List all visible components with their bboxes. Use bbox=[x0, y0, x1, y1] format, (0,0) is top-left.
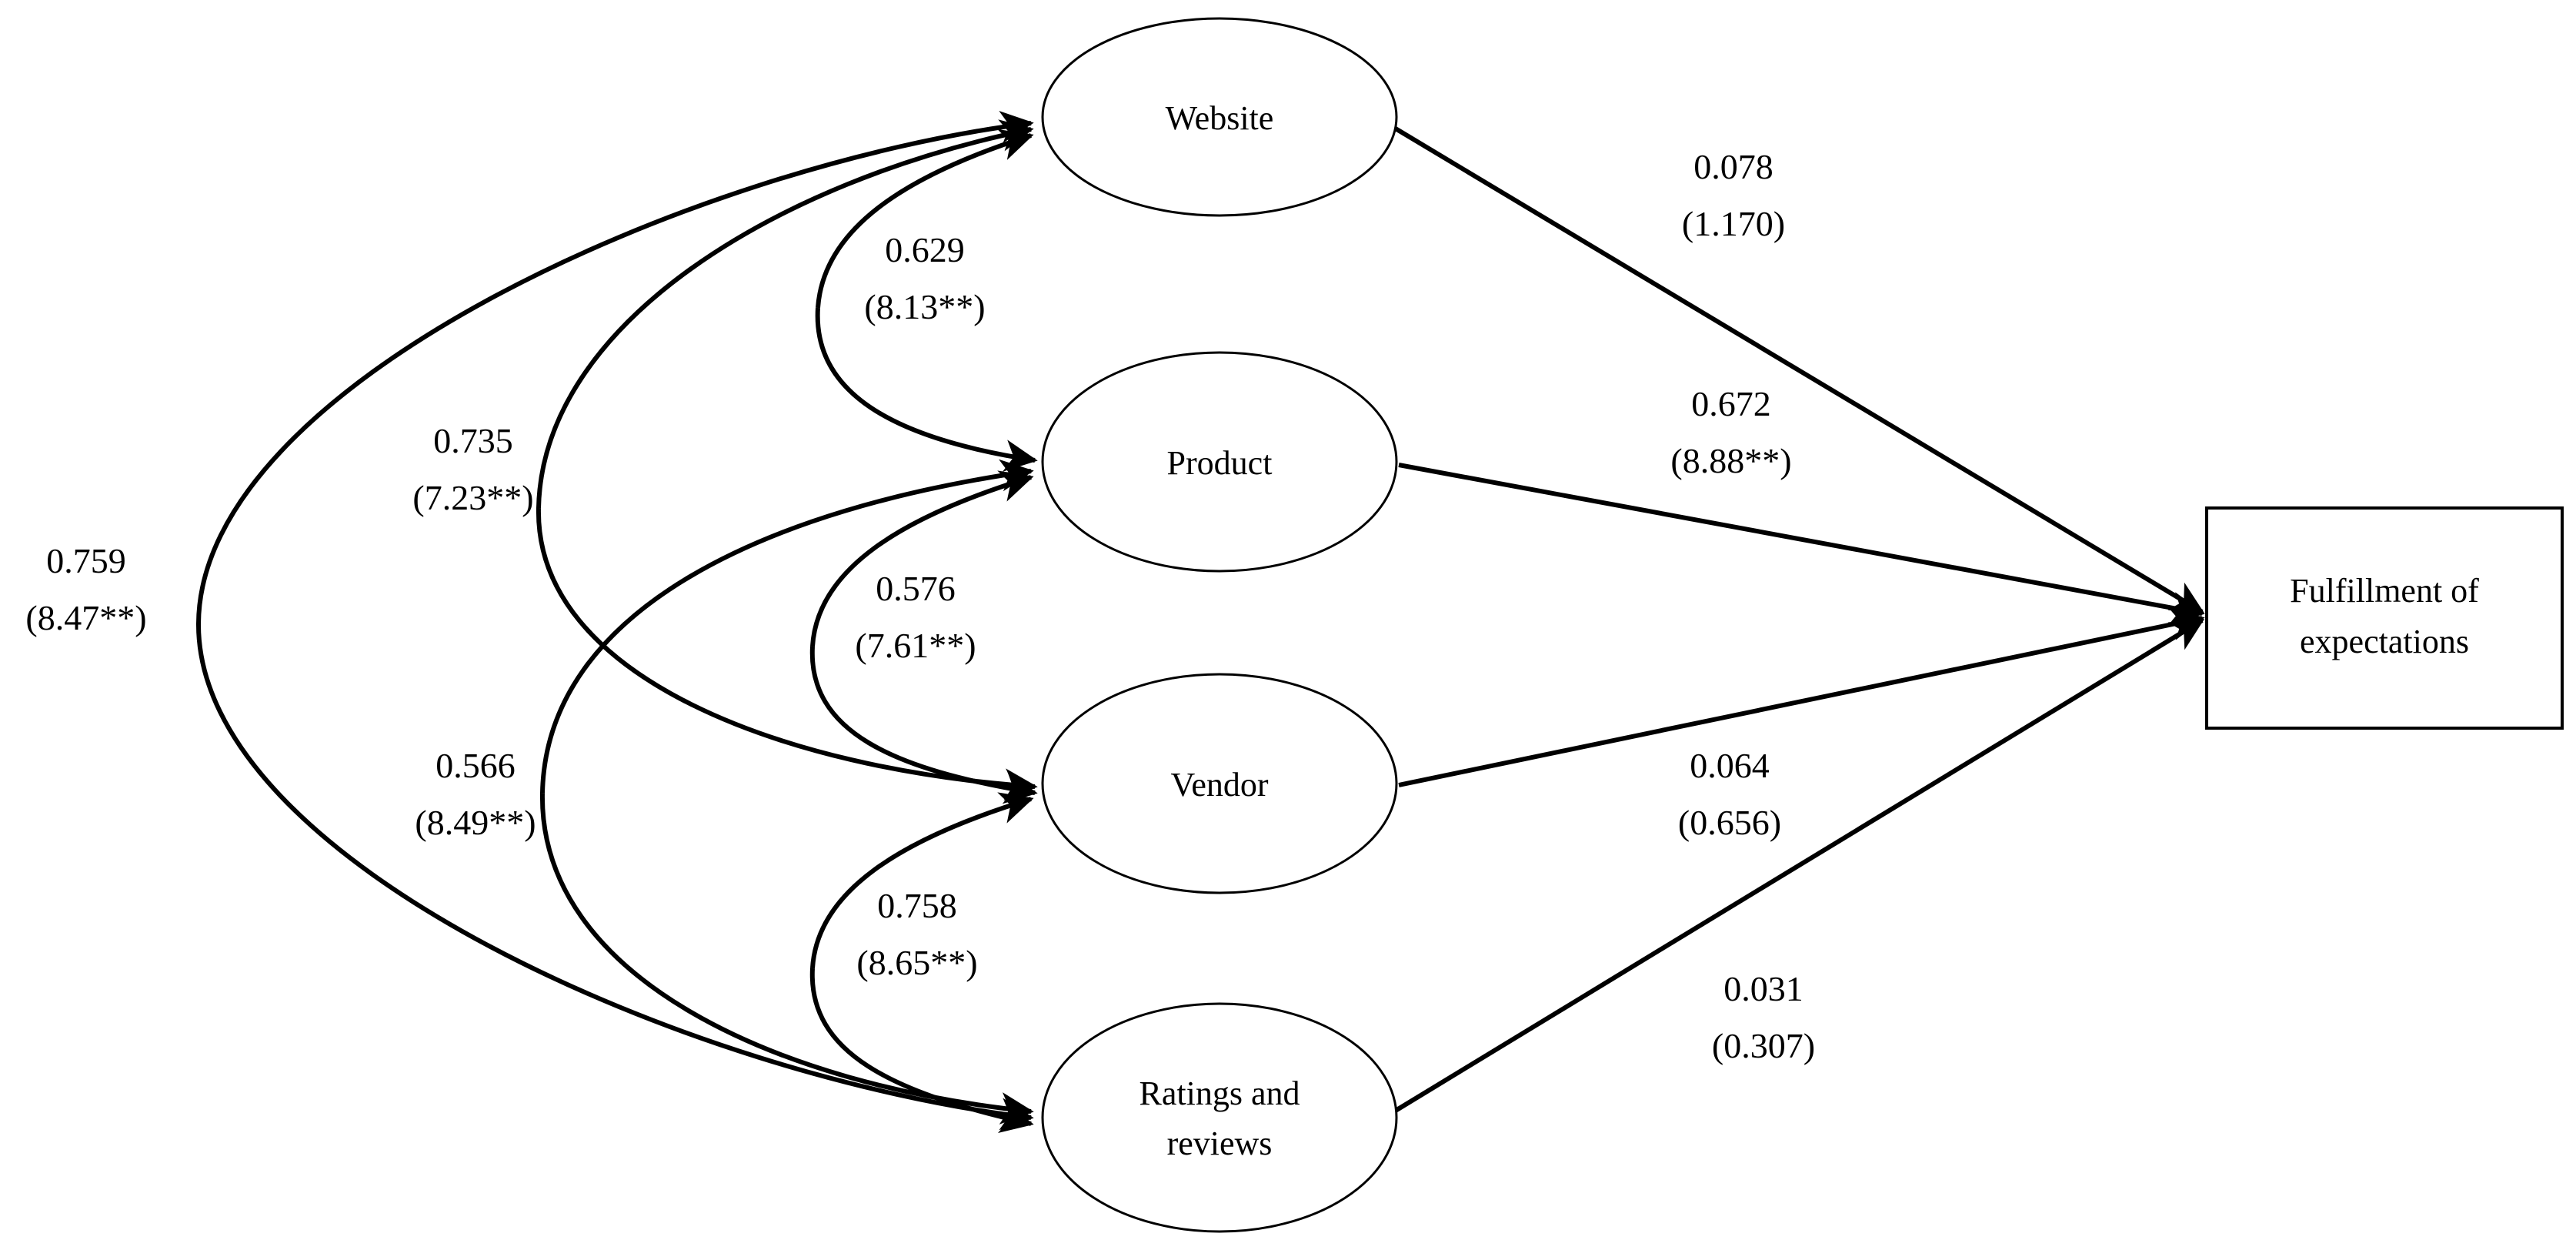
correlation-curve-website-ratings bbox=[195, 111, 1034, 1131]
ratings-label-line1: Ratings and bbox=[1140, 1075, 1300, 1112]
edge-label-product-to-outcome: 0.672 (8.88**) bbox=[1670, 384, 1791, 480]
structural-path-ratings-to-outcome bbox=[1393, 618, 2205, 1114]
edge-label-website-product: 0.629 (8.13**) bbox=[864, 230, 985, 326]
edge-label-website-to-outcome: 0.078 (1.170) bbox=[1682, 147, 1785, 243]
correlation-curve-website-vendor bbox=[536, 119, 1038, 801]
coefficient-website-ratings: 0.759 bbox=[46, 541, 126, 580]
coefficient-vendor-to-outcome: 0.064 bbox=[1690, 746, 1770, 785]
structural-path-product-to-outcome bbox=[1398, 463, 2205, 624]
tvalue-product-ratings: (8.49**) bbox=[415, 803, 536, 842]
coefficient-website-vendor: 0.735 bbox=[433, 421, 513, 460]
tvalue-website-ratings: (8.47**) bbox=[25, 598, 146, 637]
tvalue-product-to-outcome: (8.88**) bbox=[1670, 441, 1791, 480]
coefficient-website-product: 0.629 bbox=[885, 230, 965, 269]
structural-path-vendor-to-outcome bbox=[1398, 608, 2205, 787]
ratings-label-line2: reviews bbox=[1167, 1125, 1273, 1162]
edge-label-website-ratings: 0.759 (8.47**) bbox=[25, 541, 146, 637]
product-label: Product bbox=[1167, 444, 1273, 482]
coefficient-vendor-ratings: 0.758 bbox=[877, 886, 957, 925]
coefficient-website-to-outcome: 0.078 bbox=[1693, 147, 1774, 186]
correlation-curve-vendor-ratings bbox=[809, 792, 1034, 1133]
correlation-curve-product-ratings bbox=[539, 459, 1034, 1125]
vendor-ellipse[interactable] bbox=[1041, 673, 1398, 894]
node-fulfillment-of-expectations[interactable]: Fulfillment of expectations bbox=[2205, 506, 2564, 730]
correlation-curve-website-product bbox=[815, 129, 1038, 472]
tvalue-product-vendor: (7.61**) bbox=[855, 626, 976, 665]
edge-label-product-ratings: 0.566 (8.49**) bbox=[415, 746, 536, 842]
edge-label-vendor-ratings: 0.758 (8.65**) bbox=[856, 886, 977, 982]
coefficient-product-vendor: 0.576 bbox=[876, 569, 956, 608]
node-ratings-and-reviews[interactable]: Ratings and reviews bbox=[1041, 1002, 1398, 1233]
ratings-ellipse[interactable] bbox=[1041, 1002, 1398, 1233]
edge-label-product-vendor: 0.576 (7.61**) bbox=[855, 569, 976, 665]
outcome-label-line1: Fulfillment of bbox=[2290, 572, 2479, 610]
tvalue-vendor-ratings: (8.65**) bbox=[856, 943, 977, 982]
tvalue-website-to-outcome: (1.170) bbox=[1682, 204, 1785, 243]
edge-label-vendor-to-outcome: 0.064 (0.656) bbox=[1678, 746, 1781, 842]
outcome-label-line2: expectations bbox=[2300, 623, 2469, 660]
coefficient-ratings-to-outcome: 0.031 bbox=[1723, 969, 1804, 1008]
website-label: Website bbox=[1166, 99, 1274, 137]
coefficient-product-ratings: 0.566 bbox=[435, 746, 516, 785]
tvalue-vendor-to-outcome: (0.656) bbox=[1678, 803, 1781, 842]
node-website[interactable]: Website bbox=[1041, 17, 1398, 217]
edge-label-website-vendor: 0.735 (7.23**) bbox=[412, 421, 533, 517]
coefficient-product-to-outcome: 0.672 bbox=[1691, 384, 1771, 423]
correlation-curve-product-vendor bbox=[809, 470, 1038, 804]
node-product[interactable]: Product bbox=[1041, 351, 1398, 573]
node-vendor[interactable]: Vendor bbox=[1041, 673, 1398, 894]
structural-path-website-to-outcome bbox=[1393, 125, 2205, 614]
product-ellipse[interactable] bbox=[1041, 351, 1398, 573]
website-ellipse[interactable] bbox=[1041, 17, 1398, 217]
vendor-label: Vendor bbox=[1170, 766, 1268, 804]
edge-label-ratings-to-outcome: 0.031 (0.307) bbox=[1712, 969, 1815, 1065]
tvalue-website-vendor: (7.23**) bbox=[412, 478, 533, 517]
outcome-box[interactable] bbox=[2205, 506, 2564, 730]
tvalue-website-product: (8.13**) bbox=[864, 287, 985, 326]
tvalue-ratings-to-outcome: (0.307) bbox=[1712, 1026, 1815, 1065]
